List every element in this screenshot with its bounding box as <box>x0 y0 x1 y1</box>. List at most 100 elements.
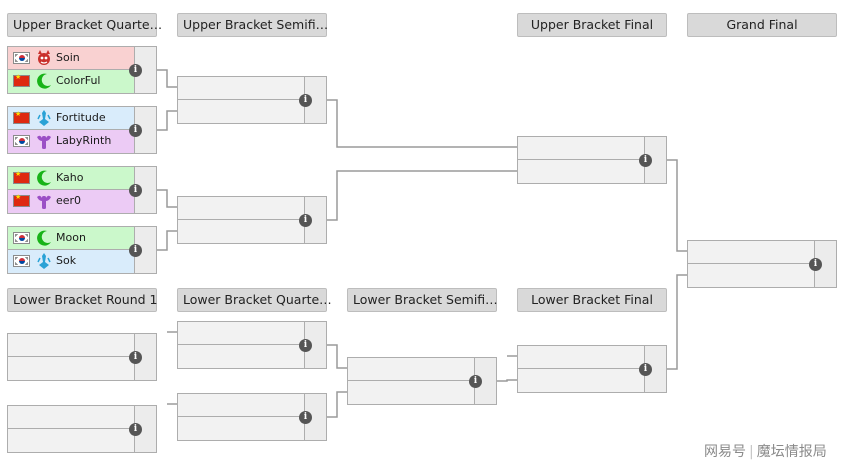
match-info-icon[interactable]: i <box>639 154 652 167</box>
match-lower-final[interactable]: i <box>517 345 667 393</box>
china-flag-icon <box>13 170 30 184</box>
connector-line <box>157 230 177 251</box>
match-upper-semifinal[interactable]: i <box>177 76 327 124</box>
match-grand-final[interactable]: i <box>687 240 837 288</box>
korea-flag-icon <box>13 52 30 64</box>
connector-line <box>327 170 517 221</box>
player-slot[interactable] <box>518 369 645 392</box>
china-flag-icon <box>13 193 30 207</box>
match-info-icon[interactable]: i <box>299 214 312 227</box>
moon-icon <box>35 72 53 90</box>
match-info-icon[interactable]: i <box>809 258 822 271</box>
match-upper-final[interactable]: i <box>517 136 667 184</box>
round-header-lower-quarterfinal: Lower Bracket Quarte… <box>177 288 332 312</box>
player-slot[interactable] <box>518 137 645 160</box>
match-upper-semifinal[interactable]: i <box>177 196 327 244</box>
match-info-icon[interactable]: i <box>639 363 652 376</box>
player-slot[interactable] <box>8 334 135 357</box>
player-name[interactable]: Sok <box>56 254 77 267</box>
watermark-separator: | <box>749 444 754 460</box>
player-slot[interactable] <box>178 197 305 220</box>
watermark: 网易号|魔坛情报局 <box>704 441 827 461</box>
match-lower-quarterfinal[interactable]: i <box>177 321 327 369</box>
player-slot[interactable] <box>8 406 135 429</box>
match-info-icon[interactable]: i <box>129 64 142 77</box>
connector-line <box>157 110 177 131</box>
match-lower-quarterfinal[interactable]: i <box>177 393 327 441</box>
player-slot[interactable] <box>178 100 305 123</box>
player-name[interactable]: Fortitude <box>56 111 106 124</box>
moon-icon <box>35 169 53 187</box>
round-header-lower-semifinal: Lower Bracket Semifi… <box>347 288 498 312</box>
match-info-icon[interactable]: i <box>129 124 142 137</box>
connector-line <box>327 344 347 369</box>
player-slot[interactable]: Moon <box>8 227 135 250</box>
match-info-icon[interactable]: i <box>129 244 142 257</box>
player-slot[interactable] <box>178 345 305 368</box>
player-name[interactable]: eer0 <box>56 194 82 207</box>
player-slot[interactable] <box>348 381 475 404</box>
round-header-upper-semifinal: Upper Bracket Semifi… <box>177 13 328 37</box>
watermark-author: 魔坛情报局 <box>756 444 827 460</box>
player-name[interactable]: LabyRinth <box>56 134 112 147</box>
player-slot[interactable]: ColorFul <box>8 70 135 93</box>
match-lower-semifinal[interactable]: i <box>347 357 497 405</box>
player-slot[interactable]: eer0 <box>8 190 135 213</box>
player-slot[interactable] <box>8 357 135 380</box>
match-info-icon[interactable]: i <box>299 94 312 107</box>
match-info-icon[interactable]: i <box>299 339 312 352</box>
player-slot[interactable] <box>348 358 475 381</box>
player-slot[interactable] <box>178 77 305 100</box>
player-slot[interactable] <box>688 241 815 264</box>
match-info-icon[interactable]: i <box>299 411 312 424</box>
player-name[interactable]: Soin <box>56 51 80 64</box>
round-header-lower-round-1: Lower Bracket Round 1 <box>7 288 158 312</box>
player-slot[interactable] <box>688 264 815 287</box>
match-info-icon[interactable]: i <box>129 423 142 436</box>
korea-flag-icon <box>13 135 30 147</box>
protoss-icon <box>35 252 53 270</box>
connector-line <box>327 391 347 418</box>
connector-line <box>497 379 517 382</box>
player-slot[interactable] <box>518 160 645 183</box>
player-slot[interactable]: Sok <box>8 250 135 273</box>
player-slot[interactable] <box>518 346 645 369</box>
connector-line <box>327 99 517 148</box>
player-slot[interactable] <box>178 220 305 243</box>
player-name[interactable]: Moon <box>56 231 86 244</box>
round-header-lower-final: Lower Bracket Final <box>517 288 667 312</box>
match-info-icon[interactable]: i <box>129 351 142 364</box>
protoss-icon <box>35 109 53 127</box>
watermark-source: 网易号 <box>704 444 746 460</box>
moon-icon <box>35 229 53 247</box>
player-name[interactable]: Kaho <box>56 171 84 184</box>
zerg-icon <box>35 49 53 67</box>
player-slot[interactable] <box>8 429 135 452</box>
match-info-icon[interactable]: i <box>469 375 482 388</box>
china-flag-icon <box>13 110 30 124</box>
match-upper-quarterfinal[interactable]: SoinColorFul i <box>7 46 157 94</box>
player-slot[interactable]: LabyRinth <box>8 130 135 153</box>
match-lower-round-1[interactable]: i <box>7 333 157 381</box>
player-slot[interactable] <box>178 322 305 345</box>
round-header-upper-final: Upper Bracket Final <box>517 13 667 37</box>
player-slot[interactable] <box>178 394 305 417</box>
match-upper-quarterfinal[interactable]: Kaho eer0 i <box>7 166 157 214</box>
player-slot[interactable]: Kaho <box>8 167 135 190</box>
connector-line <box>667 159 687 252</box>
china-flag-icon <box>13 73 30 87</box>
match-lower-round-1[interactable]: i <box>7 405 157 453</box>
player-name[interactable]: ColorFul <box>56 74 101 87</box>
connector-line <box>157 189 177 208</box>
korea-flag-icon <box>13 232 30 244</box>
player-slot[interactable]: Soin <box>8 47 135 70</box>
player-slot[interactable] <box>178 417 305 440</box>
connector-line <box>667 274 687 370</box>
player-slot[interactable]: Fortitude <box>8 107 135 130</box>
match-info-icon[interactable]: i <box>129 184 142 197</box>
undead-icon <box>35 192 53 210</box>
